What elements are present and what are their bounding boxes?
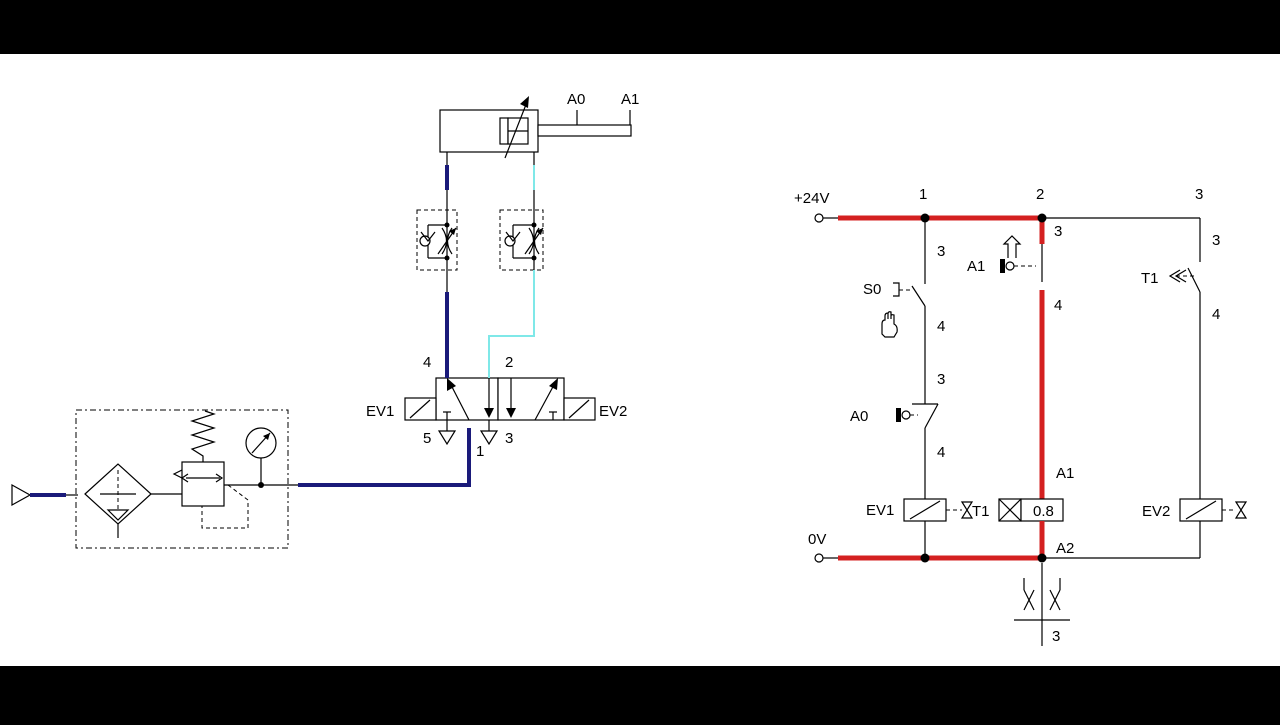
air-source-icon xyxy=(11,483,32,507)
rung-number-1: 1 xyxy=(919,186,927,203)
rung-number-2: 2 xyxy=(1036,186,1044,203)
a1-terminal-top: 3 xyxy=(1054,223,1062,240)
supply-neg-label: 0V xyxy=(808,531,826,548)
line-port-2 xyxy=(488,292,535,378)
pressure-line-p1 xyxy=(298,428,471,487)
valve-port-3: 3 xyxy=(505,430,513,447)
spring-icon xyxy=(190,410,216,462)
actuated-arrow-icon xyxy=(1002,235,1022,258)
regulator-icon xyxy=(181,461,225,507)
cylinder-label-a1: A1 xyxy=(621,91,639,108)
timer-contact-ref: 3 xyxy=(1052,628,1060,645)
piston-rod xyxy=(537,124,632,137)
timer-contact-symbol xyxy=(1014,563,1070,646)
t1-contact-label: T1 xyxy=(1141,270,1159,287)
timer-contact-t1[interactable] xyxy=(1168,267,1201,293)
a0-switch-label: A0 xyxy=(850,408,868,425)
a1-terminal-bottom: 4 xyxy=(1054,297,1062,314)
ev2-coil-label: EV2 xyxy=(1142,503,1170,520)
coil-ev1[interactable] xyxy=(903,498,947,522)
a1-switch-label: A1 xyxy=(967,258,985,275)
exhaust-3-icon xyxy=(479,430,499,446)
limit-switch-a1[interactable] xyxy=(1000,235,1043,282)
double-acting-cylinder[interactable] xyxy=(439,96,632,159)
exhaust-5-icon xyxy=(437,430,457,446)
s0-terminal-top: 3 xyxy=(937,243,945,260)
flow-control-left[interactable] xyxy=(416,209,458,271)
valve-ref-icon xyxy=(1234,501,1248,519)
s0-label: S0 xyxy=(863,281,881,298)
t1-terminal-top: 3 xyxy=(1212,232,1220,249)
a0-terminal-bottom: 4 xyxy=(937,444,945,461)
a0-terminal-top: 3 xyxy=(937,371,945,388)
terminal-0v-icon xyxy=(814,553,824,563)
valve-port-2: 2 xyxy=(505,354,513,371)
coil-a2-label: A2 xyxy=(1056,540,1074,557)
valve-solenoid-ev1-label: EV1 xyxy=(366,403,394,420)
valve-port-1: 1 xyxy=(476,443,484,460)
pushbutton-s0[interactable] xyxy=(893,278,926,310)
timer-value: 0.8 xyxy=(1033,503,1054,520)
s0-terminal-bottom: 4 xyxy=(937,318,945,335)
pneumatic-circuit: A0 A1 4 2 EV1 EV2 5 1 3 xyxy=(11,91,639,549)
terminal-24v-icon xyxy=(814,213,824,223)
valve-port-4: 4 xyxy=(423,354,431,371)
check-valve-icon xyxy=(504,235,516,247)
check-valve-icon xyxy=(419,235,431,247)
directional-valve[interactable] xyxy=(404,377,596,446)
t1-terminal-bottom: 4 xyxy=(1212,306,1220,323)
limit-switch-a0[interactable] xyxy=(896,403,939,432)
coil-ev2[interactable] xyxy=(1179,498,1223,522)
electrical-ladder: +24V 0V 1 2 3 3 S0 4 3 A0 4 EV1 T1 3 A1 … xyxy=(794,186,1248,646)
coil-a1-label: A1 xyxy=(1056,465,1074,482)
ev1-coil-label: EV1 xyxy=(866,502,894,519)
valve-solenoid-ev2-label: EV2 xyxy=(599,403,627,420)
valve-port-5: 5 xyxy=(423,430,431,447)
timer-t1[interactable] xyxy=(998,498,1064,522)
rung-number-3: 3 xyxy=(1195,186,1203,203)
diagram-canvas xyxy=(0,54,1280,666)
supply-pos-label: +24V xyxy=(794,190,829,207)
hand-cursor-icon xyxy=(881,311,898,338)
frl-unit xyxy=(75,409,289,549)
flow-control-right[interactable] xyxy=(499,209,544,271)
valve-ref-icon xyxy=(960,501,974,519)
ev1-ref-label: T1 xyxy=(972,503,990,520)
cylinder-label-a0: A0 xyxy=(567,91,585,108)
